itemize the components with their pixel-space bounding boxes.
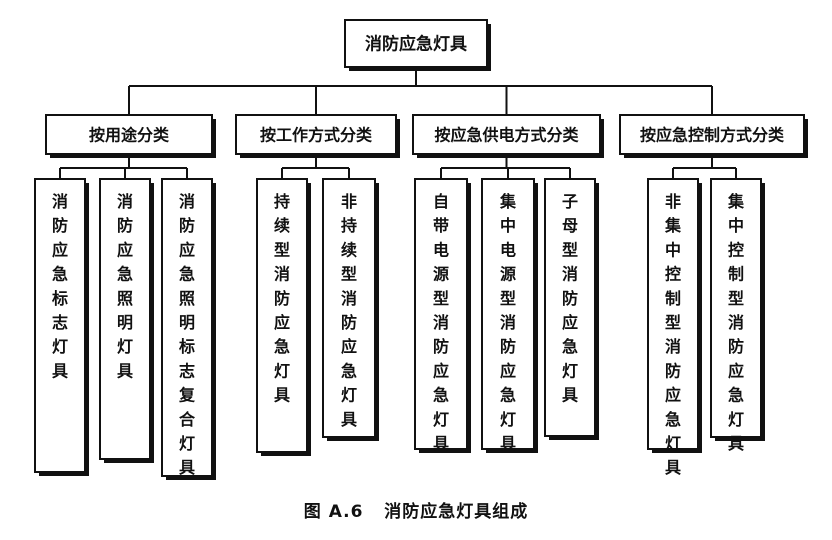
category-node-2: 按工作方式分类	[235, 114, 400, 158]
category-node-4: 按应急控制方式分类	[619, 114, 808, 158]
leaf-label-1-1: 消防应急标志灯具	[51, 192, 68, 380]
category-label-3: 按应急供电方式分类	[434, 126, 579, 145]
leaf-label-4-1: 非集中控制型消防应急灯具	[664, 192, 682, 477]
leaf-node-2-2: 非持续型消防应急灯具	[322, 178, 379, 441]
leaf-label-3-1: 自带电源型消防应急灯具	[433, 192, 449, 453]
leaf-node-3-2: 集中电源型消防应急灯具	[481, 178, 538, 453]
root-node: 消防应急灯具	[344, 19, 491, 71]
leaf-node-3-3: 子母型消防应急灯具	[544, 178, 599, 440]
category-label-1: 按用途分类	[89, 126, 170, 145]
figure-caption: 图 A.6 消防应急灯具组成	[303, 502, 529, 522]
leaf-label-3-3: 子母型消防应急灯具	[562, 192, 578, 405]
category-label-4: 按应急控制方式分类	[640, 126, 785, 145]
leaf-node-1-1: 消防应急标志灯具	[34, 178, 89, 476]
category-label-2: 按工作方式分类	[260, 126, 373, 145]
root-label: 消防应急灯具	[365, 34, 467, 55]
leaf-label-1-2: 消防应急照明灯具	[117, 192, 133, 380]
leaf-label-2-2: 非持续型消防应急灯具	[341, 192, 357, 429]
category-node-3: 按应急供电方式分类	[412, 114, 604, 158]
category-node-1: 按用途分类	[45, 114, 216, 158]
leaf-node-1-3: 消防应急照明标志复合灯具	[161, 178, 216, 480]
leaf-node-4-1: 非集中控制型消防应急灯具	[647, 178, 702, 477]
leaf-node-1-2: 消防应急照明灯具	[99, 178, 154, 463]
leaf-node-4-2: 集中控制型消防应急灯具	[710, 178, 765, 453]
connector-lines	[59, 67, 737, 179]
leaf-label-4-2: 集中控制型消防应急灯具	[727, 192, 745, 453]
leaf-label-2-1: 持续型消防应急灯具	[274, 192, 290, 405]
leaf-node-2-1: 持续型消防应急灯具	[256, 178, 311, 456]
leaf-node-3-1: 自带电源型消防应急灯具	[414, 178, 471, 453]
leaf-label-3-2: 集中电源型消防应急灯具	[499, 192, 517, 453]
leaf-label-1-3: 消防应急照明标志复合灯具	[178, 192, 196, 477]
